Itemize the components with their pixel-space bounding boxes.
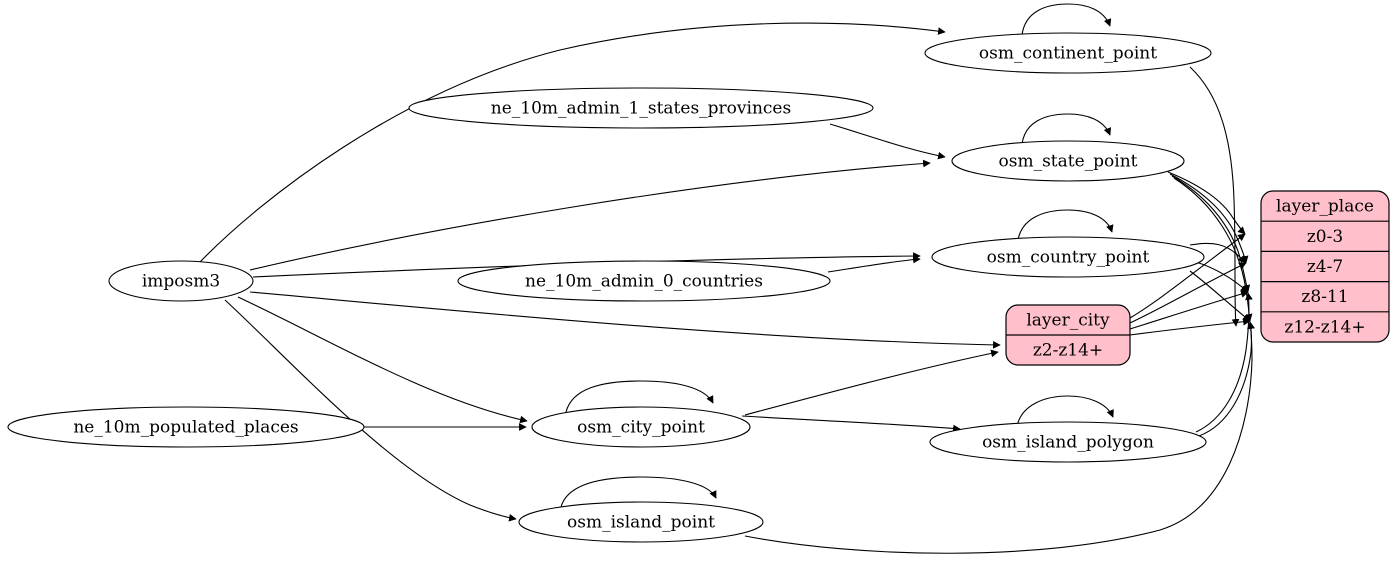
node-layer: imposm3 ne_10m_admin_1_states_provincesne… xyxy=(7,32,1390,543)
edge-layer_city-to-layer_place_z4_7 xyxy=(1129,262,1247,324)
node-label-osm_country_point: osm_country_point xyxy=(987,248,1150,268)
edge-osm_island_polygon-to-layer_place_z8_11 xyxy=(1195,292,1253,433)
node-label-ne_populated: ne_10m_populated_places xyxy=(73,418,298,438)
edge-osm_city_point-to-osm_city_point xyxy=(565,380,714,413)
edge-osm_state_point-to-layer_place_z8_11 xyxy=(1171,175,1251,293)
record-cell-layer_place-0[interactable]: layer_place xyxy=(1276,197,1374,217)
node-shape-ne_populated xyxy=(7,406,365,448)
node-shape-osm_island_polygon xyxy=(929,421,1207,463)
node-imposm3[interactable]: imposm3 xyxy=(108,260,254,302)
node-ne_states[interactable]: ne_10m_admin_1_states_provinces xyxy=(408,87,874,129)
edge-layer xyxy=(199,3,1255,554)
edge-osm_island_point-to-layer_place_z12 xyxy=(744,321,1255,554)
edge-imposm3-to-osm_city_point xyxy=(237,296,528,424)
node-osm_island_point[interactable]: osm_island_point xyxy=(518,501,764,543)
node-ne_countries[interactable]: ne_10m_admin_0_countries xyxy=(457,260,831,302)
node-osm_state_point[interactable]: osm_state_point xyxy=(951,140,1185,182)
node-shape-osm_island_point xyxy=(518,501,764,543)
node-osm_country_point[interactable]: osm_country_point xyxy=(931,236,1205,278)
record-cell-layer_place-2[interactable]: z4-7 xyxy=(1307,257,1343,277)
node-shape-ne_states xyxy=(408,87,874,129)
edge-osm_country_point-to-layer_place_z8_11 xyxy=(1195,261,1249,293)
node-label-osm_state_point: osm_state_point xyxy=(999,152,1138,172)
edge-osm_island_polygon-to-layer_place_z12 xyxy=(1198,321,1255,437)
record-cell-layer_city-1[interactable]: z2-z14+ xyxy=(1033,341,1103,361)
edge-osm_city_point-to-osm_island_polygon xyxy=(741,415,961,433)
node-label-osm_city_point: osm_city_point xyxy=(577,418,705,438)
edge-imposm3-to-layer_city xyxy=(249,291,1001,349)
edge-osm_continent_point-to-osm_continent_point xyxy=(1021,3,1112,36)
edge-ne_countries-to-osm_country_point xyxy=(827,255,921,273)
node-osm_city_point[interactable]: osm_city_point xyxy=(531,406,751,448)
edge-osm_country_point-to-layer_place_z4_7 xyxy=(1189,242,1246,264)
edge-osm_city_point-to-layer_city xyxy=(744,349,999,416)
node-shape-imposm3 xyxy=(108,260,254,302)
record-cell-layer_place-3[interactable]: z8-11 xyxy=(1301,287,1348,307)
edge-layer_city-to-layer_place_z0_3 xyxy=(1129,233,1246,319)
node-ne_populated[interactable]: ne_10m_populated_places xyxy=(7,406,365,448)
node-label-osm_island_polygon: osm_island_polygon xyxy=(982,433,1154,453)
node-shape-osm_country_point xyxy=(931,236,1205,278)
edge-osm_country_point-to-osm_country_point xyxy=(1017,209,1114,241)
edge-osm_island_point-to-osm_island_point xyxy=(560,476,717,508)
node-label-osm_island_point: osm_island_point xyxy=(567,513,715,533)
node-shape-osm_state_point xyxy=(951,140,1185,182)
node-label-ne_countries: ne_10m_admin_0_countries xyxy=(525,272,763,292)
record-cell-layer_place-1[interactable]: z0-3 xyxy=(1307,227,1343,247)
node-label-osm_continent_point: osm_continent_point xyxy=(979,44,1157,64)
edge-layer_city-to-layer_place_z12 xyxy=(1129,317,1251,336)
record-node-layer_city[interactable]: layer_city z2-z14+ xyxy=(1005,304,1131,366)
node-shape-osm_continent_point xyxy=(924,32,1212,74)
record-cell-layer_city-0[interactable]: layer_city xyxy=(1026,311,1110,331)
record-frame-layer_place xyxy=(1260,190,1390,343)
edge-osm_country_point-to-layer_place_z12 xyxy=(1189,270,1251,322)
node-label-imposm3: imposm3 xyxy=(142,272,220,292)
node-osm_island_polygon[interactable]: osm_island_polygon xyxy=(929,421,1207,463)
edge-ne_states-to-osm_state_point xyxy=(829,123,946,160)
edge-layer_city-to-layer_place_z8_11 xyxy=(1129,290,1249,330)
node-shape-osm_city_point xyxy=(531,406,751,448)
edge-imposm3-to-osm_continent_point xyxy=(199,22,946,263)
edge-osm_island_polygon-to-osm_island_polygon xyxy=(1016,395,1114,427)
edge-osm_state_point-to-layer_place_z0_3 xyxy=(1167,171,1246,235)
record-node-layer_place[interactable]: layer_place z0-3 z4-7 z8-11 z12-z14+ xyxy=(1260,190,1390,343)
record-cell-layer_place-4[interactable]: z12-z14+ xyxy=(1284,317,1365,337)
edge-imposm3-to-osm_state_point xyxy=(249,159,931,271)
node-label-ne_states: ne_10m_admin_1_states_provinces xyxy=(491,99,791,119)
node-osm_continent_point[interactable]: osm_continent_point xyxy=(924,32,1212,74)
node-shape-ne_countries xyxy=(457,260,831,302)
edge-imposm3-to-osm_island_point xyxy=(224,299,517,522)
edge-osm_state_point-to-osm_state_point xyxy=(1021,113,1111,145)
